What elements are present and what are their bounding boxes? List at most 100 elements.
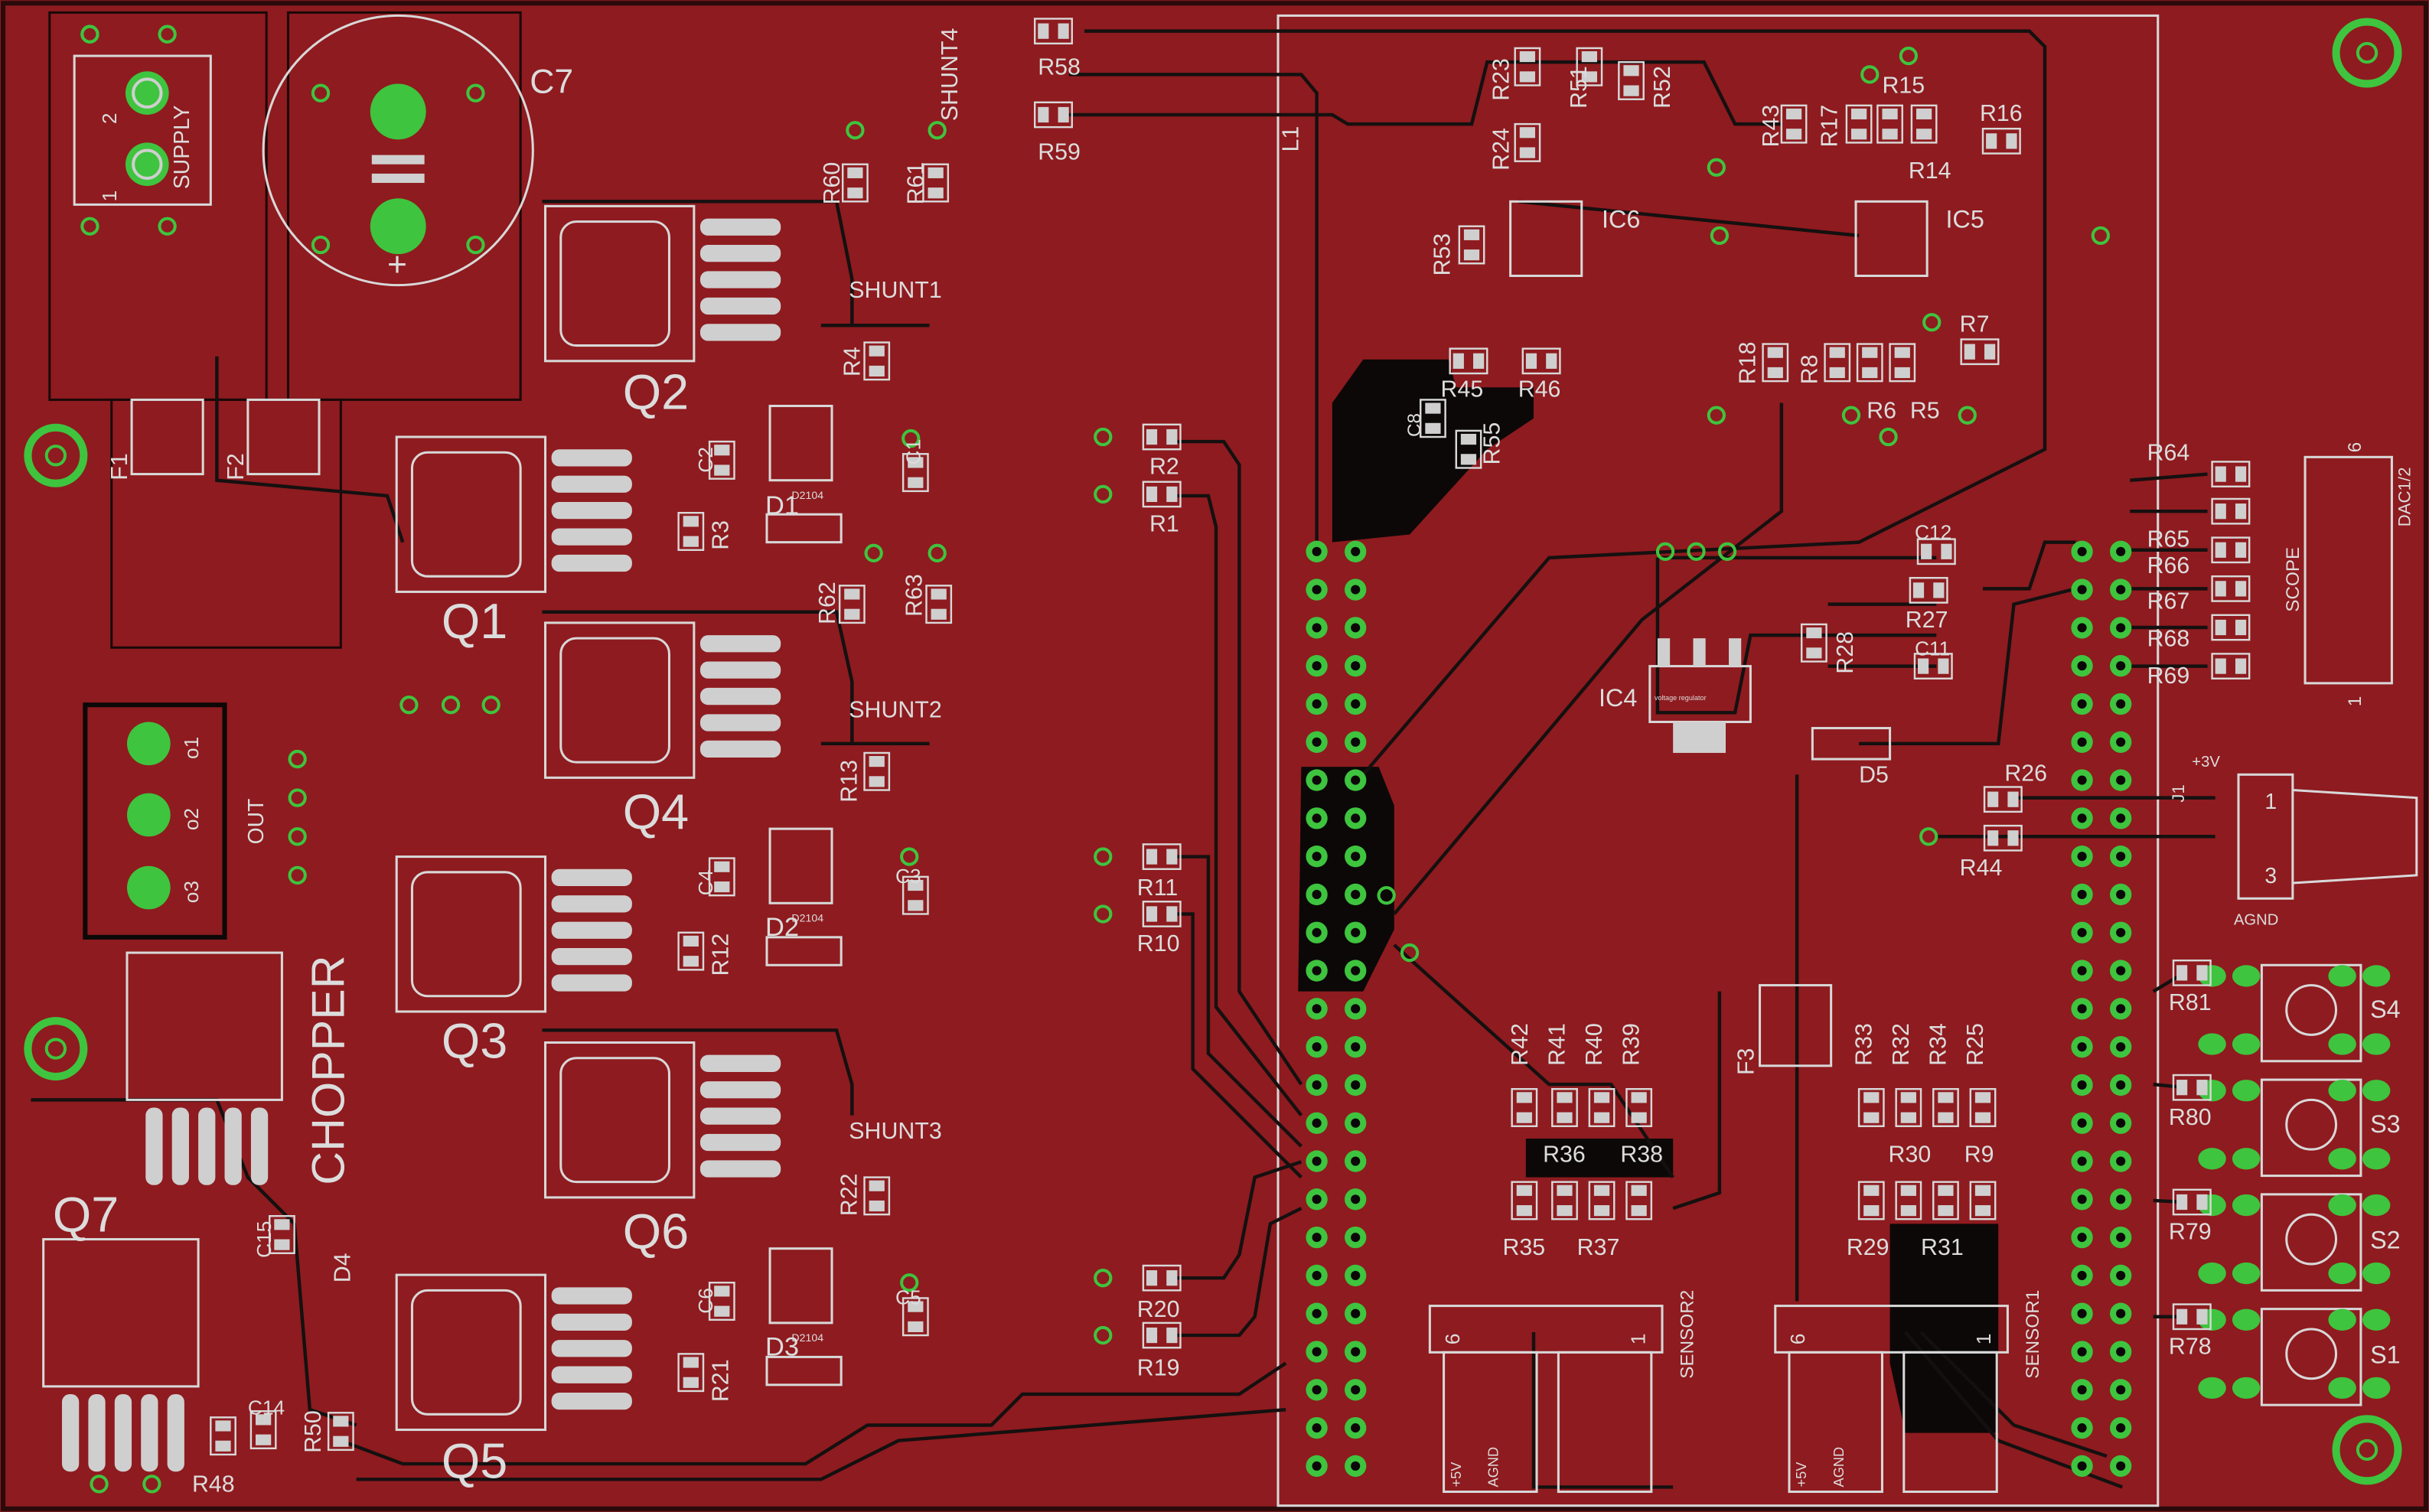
smd-pad xyxy=(2215,581,2226,597)
header-pin-icon xyxy=(1351,1385,1361,1395)
mosfet-pad xyxy=(699,714,781,732)
smd-pad xyxy=(1900,1112,1916,1123)
smd-pad xyxy=(931,588,947,600)
mosfet-pad xyxy=(551,449,632,467)
trace xyxy=(1068,60,1782,126)
smd-outline xyxy=(1824,343,1851,383)
ref-label-r24: R24 xyxy=(1489,128,1514,171)
button-pin-icon xyxy=(2362,1033,2391,1055)
smd-pad xyxy=(1166,1270,1178,1286)
header-pin-icon xyxy=(1312,699,1322,709)
ref-label-r18: R18 xyxy=(1735,341,1760,384)
header-pin-icon xyxy=(2116,546,2126,556)
via-icon xyxy=(288,827,307,846)
ref-label-c15: C15 xyxy=(253,1221,276,1258)
trace xyxy=(1393,943,1675,1178)
trace xyxy=(1177,855,1303,1148)
smd-pad xyxy=(1863,1092,1880,1103)
trace xyxy=(1859,587,2077,746)
vias xyxy=(80,24,2111,1494)
trace xyxy=(1177,439,1303,1086)
smd-outline xyxy=(1762,343,1789,383)
button-pin-icon xyxy=(2232,1308,2261,1331)
smd-outline xyxy=(1981,127,2021,155)
mosfet-pad xyxy=(551,1313,632,1331)
header-pin-icon xyxy=(2077,585,2087,595)
header-pin-icon xyxy=(1312,585,1322,595)
smd-pad xyxy=(1593,1092,1610,1103)
smd-pad xyxy=(1829,367,1845,379)
smd-pad xyxy=(1785,129,1802,140)
via-icon xyxy=(481,696,500,715)
ref-label-d1: D1 xyxy=(765,491,799,520)
smd-pad xyxy=(1806,627,1822,639)
button-pin-icon xyxy=(2232,1148,2261,1170)
ref-label-r1: R1 xyxy=(1149,511,1179,536)
header-pin-icon xyxy=(1312,1194,1322,1204)
header-pin-icon xyxy=(2077,1308,2087,1318)
smd-outline xyxy=(1514,47,1541,86)
smd-outline xyxy=(677,931,705,971)
smd-pad xyxy=(1974,1112,1991,1123)
smd-pad xyxy=(255,1414,272,1426)
driver-ic-text: D2104 xyxy=(791,490,823,502)
push-button-outline[interactable] xyxy=(2260,1078,2362,1178)
ref-label-r30: R30 xyxy=(1889,1142,1932,1167)
smd-outline xyxy=(1142,901,1182,927)
smd-outline xyxy=(838,585,866,624)
push-button-outline[interactable] xyxy=(2260,1308,2362,1406)
button-pin-icon xyxy=(2362,1262,2391,1285)
ref-label-c12: C12 xyxy=(1915,521,1951,544)
driver-ic-outline xyxy=(768,405,833,482)
smd-pad xyxy=(714,1286,730,1297)
trace xyxy=(1393,402,1784,915)
via-icon xyxy=(1377,886,1396,905)
mosfet-pad xyxy=(167,1393,184,1472)
trace xyxy=(542,200,930,327)
smd-pad xyxy=(2215,503,2226,520)
mcu-headers xyxy=(1306,540,2132,1478)
diode-outline xyxy=(765,936,843,966)
driver-ic-text: D2104 xyxy=(791,1332,823,1344)
smd-pad xyxy=(2196,1080,2208,1096)
supply-pin-label: 1 xyxy=(98,191,121,202)
header-pin-icon xyxy=(2116,623,2126,633)
mosfet-outline xyxy=(544,204,696,363)
header-pin-icon xyxy=(2077,1004,2087,1014)
mounting-hole-icon xyxy=(2356,41,2378,64)
button-pin-icon xyxy=(2198,1262,2226,1285)
push-button-icon[interactable] xyxy=(2285,984,2338,1036)
button-pin-icon xyxy=(2232,1194,2261,1217)
smd-pad xyxy=(931,608,947,620)
push-button-outline[interactable] xyxy=(2260,1193,2362,1292)
smd-pad xyxy=(1038,23,1049,39)
header-pin-icon xyxy=(1351,737,1361,747)
j1-body xyxy=(2292,789,2418,885)
smd-outline xyxy=(1033,101,1073,129)
via-icon xyxy=(1710,226,1730,246)
push-button-icon[interactable] xyxy=(2285,1098,2338,1151)
button-pin-icon xyxy=(2328,1033,2356,1055)
ref-label-ic6: IC6 xyxy=(1602,206,1640,233)
via-icon xyxy=(311,235,331,255)
smd-pad xyxy=(1516,1205,1532,1217)
smd-pad xyxy=(908,1321,924,1333)
smd-pad xyxy=(1425,422,1441,434)
smd-outline xyxy=(1142,1264,1182,1292)
smd-pad xyxy=(683,536,699,547)
push-button-icon[interactable] xyxy=(2285,1328,2338,1380)
push-button-icon[interactable] xyxy=(2285,1213,2338,1266)
smd-pad xyxy=(1974,1205,1991,1217)
smd-pad xyxy=(683,935,699,947)
header-pin-icon xyxy=(1351,699,1361,709)
smd-outline xyxy=(1856,343,1883,383)
push-button-outline[interactable] xyxy=(2260,963,2362,1063)
header-pin-icon xyxy=(1312,1308,1322,1318)
j1-pin-label: 1 xyxy=(2264,790,2277,814)
sensor-agnd-label: AGND xyxy=(1831,1447,1847,1488)
j1-connector: +3V AGND J1 1 3 xyxy=(2169,754,2418,929)
driver-ic-outline xyxy=(768,827,833,904)
ref-label-q7: Q7 xyxy=(53,1186,119,1242)
smd-outline xyxy=(210,1416,236,1456)
smd-outline xyxy=(1455,429,1482,469)
